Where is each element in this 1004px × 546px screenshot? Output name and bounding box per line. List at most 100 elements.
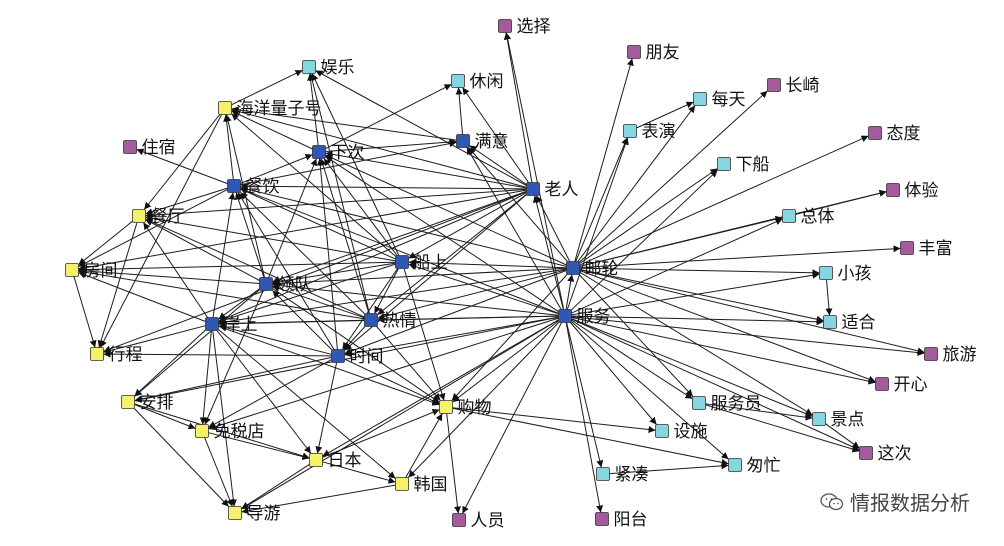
edge-anshang-canyin [212, 192, 236, 318]
edge-haiyang-yule [231, 69, 303, 106]
edge-fuwu-jincou [566, 322, 604, 468]
edge-lingdui-gouwu [272, 287, 440, 404]
node-daoyou: 导游 [228, 504, 281, 523]
edge-fuwu-congmang [571, 321, 729, 460]
edge-youlun-meitian [577, 105, 696, 262]
edge-shijian-riben [315, 362, 338, 454]
node-label-changqi: 长崎 [786, 76, 820, 95]
node-label-fuwu: 服务 [577, 307, 611, 326]
edge-canyin-manyi [240, 140, 457, 186]
edge-zongti-tiyan [795, 189, 887, 215]
edge-youlun-anshang [218, 268, 567, 326]
node-mianshui: 免税店 [195, 422, 265, 441]
node-riben: 日本 [309, 451, 362, 470]
edge-anshang-mianshui [199, 330, 212, 425]
edge-lingdui-fangjian [78, 267, 260, 284]
edge-xiaohai-shihe [825, 279, 833, 316]
node-label-fangjian: 房间 [84, 261, 118, 280]
node-label-taidu: 态度 [887, 124, 921, 143]
node-label-canting: 餐厅 [151, 207, 185, 226]
edge-shijian-lingdui [272, 290, 332, 350]
node-box-shijian [331, 349, 345, 363]
node-box-manyi [456, 134, 470, 148]
node-label-daoyou: 导游 [247, 504, 281, 523]
node-renyuan: 人员 [452, 511, 505, 530]
watermark: 情报数据分析 [820, 487, 970, 516]
edge-canting-xingcheng [97, 222, 138, 348]
edge-anshang-canting [142, 222, 209, 318]
watermark-text: 情报数据分析 [850, 493, 970, 515]
node-label-pengyou: 朋友 [646, 43, 680, 62]
edge-shijian-xingcheng [103, 350, 332, 358]
edge-laoren-chuanshang [408, 192, 527, 259]
edge-youlun-xiaci [325, 154, 567, 266]
node-label-yangtai: 阳台 [614, 510, 648, 529]
node-box-shihe [823, 315, 837, 329]
node-zheci: 这次 [859, 444, 912, 463]
node-label-gouwu: 购物 [458, 398, 492, 417]
edge-chuanshang-lingdui [272, 262, 396, 286]
node-lvyou: 旅游 [924, 345, 977, 364]
node-label-zhusu: 住宿 [142, 138, 176, 157]
edge-shijian-canyin [237, 192, 335, 350]
edge-manyi-xiuxian [455, 87, 463, 135]
edge-youlun-lvyou [579, 269, 925, 355]
node-box-congmang [728, 458, 742, 472]
edge-chuanshang-gouwu [403, 268, 446, 401]
edge-mianshui-riben [208, 432, 310, 460]
edge-laoren-xuanze [503, 32, 533, 183]
node-box-anpai [121, 395, 135, 409]
node-chuanshang: 船上 [395, 253, 448, 272]
edge-laoren-lingdui [272, 190, 527, 283]
edge-fuwu-biaoyan [566, 137, 629, 310]
edge-jincou-congmang [609, 462, 729, 475]
node-anpai: 安排 [121, 393, 174, 412]
edge-fuwu-yangtai [565, 322, 603, 513]
node-box-zhusu [123, 140, 137, 154]
node-box-chuanshang [395, 255, 409, 269]
node-canting: 餐厅 [132, 207, 185, 226]
edge-youlun-laoren [535, 195, 571, 262]
node-label-xiuxian: 休闲 [470, 72, 504, 91]
node-label-yule: 娱乐 [321, 58, 355, 77]
edge-lingdui-mianshui [204, 290, 264, 425]
edge-lingdui-xiaci [268, 158, 318, 278]
node-label-fuwuyuan: 服务员 [711, 394, 762, 413]
edge-fuwu-laoren [532, 195, 564, 310]
wechat-icon [820, 492, 844, 510]
node-shijian: 时间 [331, 347, 384, 366]
node-fuwu: 服务 [558, 307, 611, 326]
node-label-shihe: 适合 [842, 313, 876, 332]
edge-shijian-mianshui [208, 359, 332, 428]
edge-riben-gouwu [322, 409, 440, 458]
edge-jingdian-zheci [825, 423, 860, 449]
node-box-xingcheng [90, 347, 104, 361]
edge-fuwu-youlun [565, 274, 575, 310]
node-label-riben: 日本 [328, 451, 362, 470]
edge-youlun-manyi [468, 147, 568, 262]
node-label-zheci: 这次 [878, 444, 912, 463]
node-kaixin: 开心 [875, 375, 928, 394]
node-biaoyan: 表演 [623, 122, 676, 141]
edge-reqing-gouwu [376, 326, 441, 401]
node-box-xiuxian [451, 74, 465, 88]
edge-youlun-pengyou [574, 58, 634, 262]
edge-anshang-daoyou [212, 330, 237, 507]
edge-youlun-changqi [579, 90, 768, 263]
edge-lingdui-haiyang [224, 114, 265, 278]
edge-youlun-reqing [377, 269, 567, 320]
node-yule: 娱乐 [302, 58, 355, 77]
edge-fuwu-xiachuan [571, 169, 718, 311]
node-haiyang: 海洋量子号 [218, 99, 322, 118]
edge-youlun-fengfu [579, 245, 901, 269]
node-box-fuwuyuan [692, 396, 706, 410]
node-box-zheci [859, 446, 873, 460]
node-box-gouwu [439, 400, 453, 414]
edge-fuwu-lvyou [571, 316, 925, 357]
edge-anshang-xingcheng [103, 325, 206, 354]
node-taidu: 态度 [868, 124, 921, 143]
edge-laoren-haiyang [231, 108, 527, 188]
edge-chuanshang-reqing [374, 268, 399, 314]
edge-canyin-haiyang [223, 114, 234, 180]
node-sheshi: 设施 [655, 422, 708, 441]
